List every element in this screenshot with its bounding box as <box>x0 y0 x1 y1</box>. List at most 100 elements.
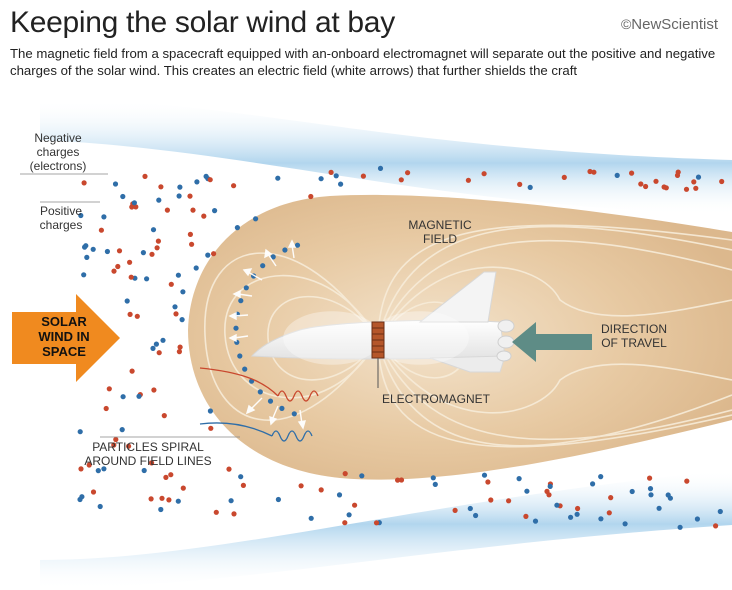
positive-charge <box>208 425 214 431</box>
negative-charge <box>207 408 213 414</box>
negative-charge <box>156 197 162 203</box>
copyright-symbol: © <box>620 16 632 32</box>
positive-charge <box>661 184 667 190</box>
negative-charge <box>717 508 723 515</box>
direction-line-2: OF TRAVEL <box>601 336 667 350</box>
positive-charge <box>129 368 135 374</box>
positive-charge <box>163 474 169 480</box>
positive-charge <box>308 193 314 200</box>
negative-charge <box>203 173 209 179</box>
negative-charge <box>78 212 84 219</box>
label-negative-line-1: Negative <box>34 131 82 145</box>
positive-charge <box>127 311 133 317</box>
positive-charge <box>517 181 523 187</box>
negative-charge <box>267 398 274 404</box>
positive-charge <box>177 344 183 350</box>
negative-charge <box>270 254 276 260</box>
positive-charge <box>111 442 117 448</box>
negative-charge <box>179 317 185 323</box>
positive-charge <box>156 350 162 356</box>
negative-charge <box>554 502 560 508</box>
positive-charge <box>653 178 659 184</box>
positive-charge <box>187 231 193 237</box>
solar-wind-arrow <box>12 294 120 382</box>
positive-charge <box>546 492 552 498</box>
direction-of-travel-arrow <box>512 322 592 362</box>
positive-charge <box>148 496 154 502</box>
negative-charge <box>677 524 683 530</box>
negative-charge <box>294 242 301 248</box>
positive-charge <box>161 413 167 419</box>
positive-charge <box>398 477 405 483</box>
negative-charge <box>524 488 530 494</box>
positive-charge <box>201 213 207 219</box>
positive-charge <box>523 513 529 520</box>
negative-charge <box>695 174 702 180</box>
negative-charge <box>614 172 620 178</box>
negative-charge <box>90 246 96 252</box>
negative-charge <box>291 411 297 417</box>
positive-charge <box>187 193 193 199</box>
negative-charge <box>590 481 596 487</box>
negative-charge <box>648 492 654 498</box>
positive-charge <box>180 485 186 491</box>
negative-charge <box>238 474 244 480</box>
solar-wind-band-bottom <box>40 470 732 590</box>
negative-charge <box>136 393 142 399</box>
electromagnet <box>371 321 385 388</box>
positive-charge <box>395 477 401 483</box>
negative-charge <box>119 427 125 433</box>
negative-charge <box>237 353 243 359</box>
negative-charge <box>101 466 107 472</box>
negative-charge <box>150 227 157 233</box>
negative-charge <box>175 272 181 278</box>
negative-charge <box>622 521 628 527</box>
negative-charge <box>647 486 654 492</box>
positive-charge <box>691 179 697 185</box>
solar-wind-line-2: WIND IN <box>38 329 90 344</box>
positive-charge <box>398 177 404 183</box>
positive-charge <box>189 241 195 247</box>
positive-charge <box>103 405 109 412</box>
positive-charge <box>674 172 681 178</box>
positive-charge <box>342 520 348 526</box>
positive-charge <box>608 495 614 501</box>
solar-wind-band-top <box>40 99 732 215</box>
negative-charge <box>77 429 83 435</box>
negative-charge <box>547 483 553 489</box>
negative-charge <box>120 394 126 400</box>
positive-charge <box>638 181 644 187</box>
negative-charge <box>359 473 365 479</box>
positive-charge <box>587 168 593 175</box>
negative-charge <box>160 337 166 343</box>
negative-charge <box>95 468 101 474</box>
negative-charge <box>532 518 539 524</box>
negative-charge <box>598 474 604 480</box>
label-positive-line-1: Positive <box>39 204 83 218</box>
positive-charge <box>485 479 491 485</box>
negative-charge <box>260 263 266 269</box>
negative-charge <box>338 181 344 187</box>
label-negative-line-3: (electrons) <box>29 159 87 173</box>
solar-wind-line-1: SOLAR <box>41 314 87 329</box>
negative-charge <box>282 247 288 253</box>
negative-charge <box>84 254 90 260</box>
positive-charge <box>159 495 165 501</box>
negative-charge <box>243 285 249 291</box>
negative-charge <box>318 176 324 182</box>
negative-charge <box>257 389 263 395</box>
positive-charge <box>226 466 232 472</box>
credit-name: NewScientist <box>631 16 718 33</box>
positive-charge <box>240 482 246 488</box>
positive-charge <box>126 443 132 449</box>
subtitle: The magnetic field from a spacecraft equ… <box>10 46 716 78</box>
positive-charge <box>713 523 719 529</box>
negative-charge <box>598 516 604 522</box>
negative-charge <box>81 272 87 278</box>
positive-charge <box>693 185 699 191</box>
positive-charge <box>591 169 597 175</box>
positive-charge <box>373 520 380 526</box>
negative-charge <box>97 503 103 510</box>
positive-charge <box>506 498 512 504</box>
negative-charge <box>242 366 248 372</box>
